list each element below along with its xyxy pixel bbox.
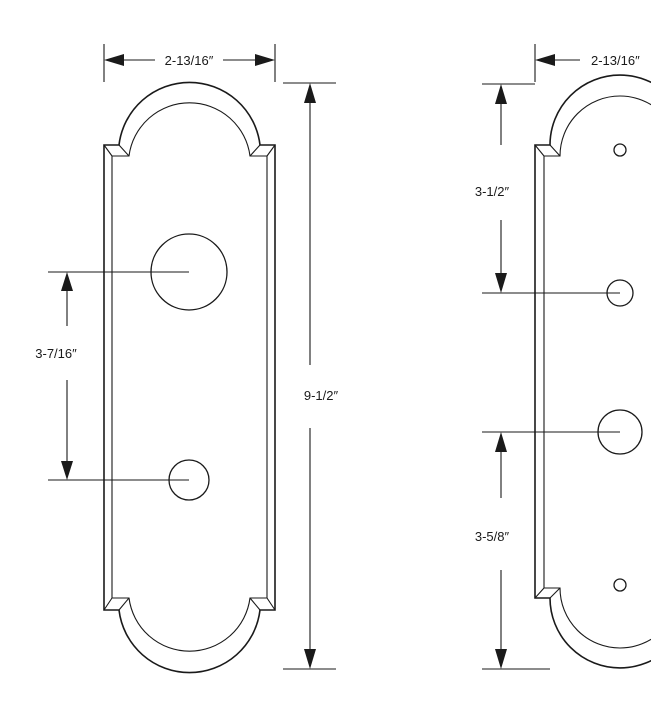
left-width-label: 2-13/16″ xyxy=(165,53,214,68)
right-top-to-hole-label: 3-1/2″ xyxy=(475,184,510,199)
right-width-dimension: 2-13/16″ xyxy=(534,44,640,82)
left-height-label: 9-1/2″ xyxy=(304,388,339,403)
left-hole-spacing-dimension: 3-7/16″ xyxy=(35,272,77,480)
left-hole-spacing-label: 3-7/16″ xyxy=(35,346,77,361)
left-plate-bevel xyxy=(111,102,268,652)
right-plate-outline xyxy=(534,74,651,669)
left-height-dimension: 9-1/2″ xyxy=(283,82,339,670)
right-top-to-hole-dimension: 3-1/2″ xyxy=(475,83,535,293)
right-backplate xyxy=(482,74,651,669)
right-lower-spacing-dimension: 3-5/8″ xyxy=(475,432,550,670)
right-plate-bevel xyxy=(543,95,651,649)
right-width-label: 2-13/16″ xyxy=(591,53,640,68)
right-top-screw-hole xyxy=(613,143,627,157)
right-lower-spacing-label: 3-5/8″ xyxy=(475,529,510,544)
left-plate-outline xyxy=(103,81,276,674)
right-bottom-screw-hole xyxy=(613,578,627,592)
left-width-dimension: 2-13/16″ xyxy=(103,44,276,82)
left-backplate xyxy=(48,81,276,674)
